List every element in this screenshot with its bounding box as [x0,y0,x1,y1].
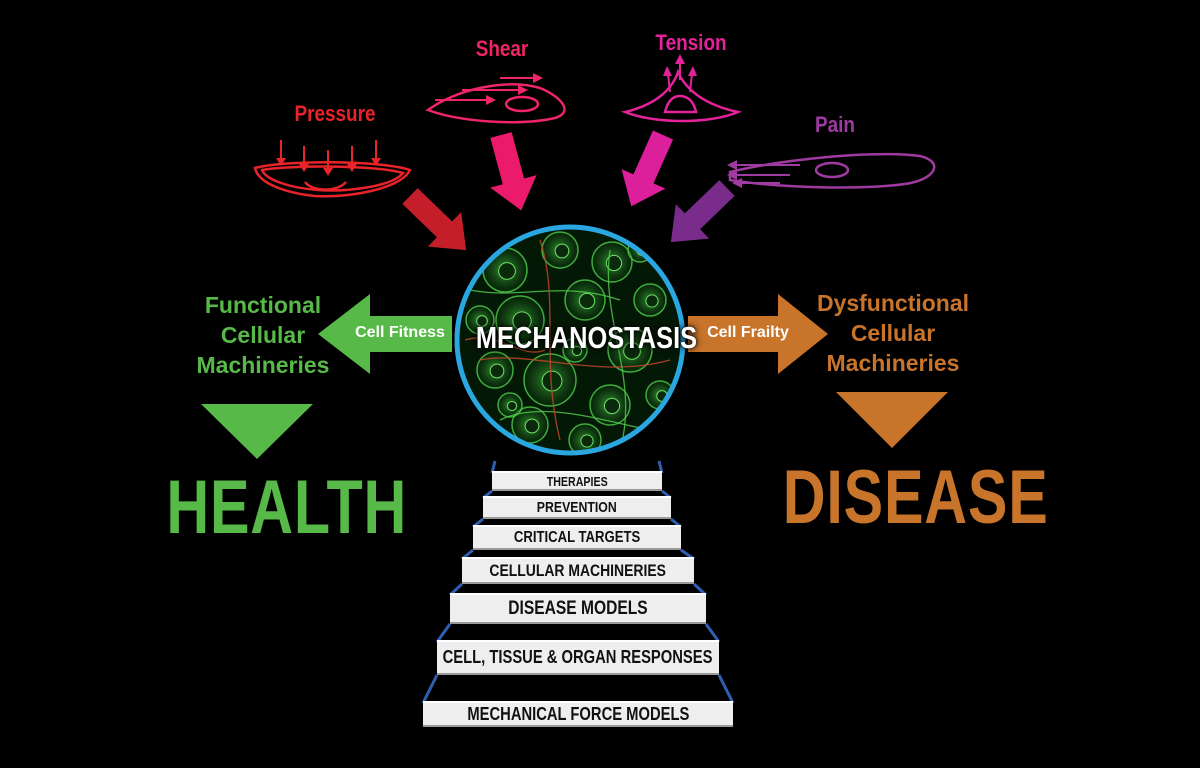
pressure-cell-icon [253,140,412,198]
shear-arrow [490,132,537,211]
cell-nucleus [498,262,516,280]
cell-fiber [499,410,651,431]
cell-fiber [539,239,561,441]
cell-nucleus [580,434,594,448]
mechanostasis-label: MECHANOSTASIS [475,320,698,355]
step-prevention: PREVENTION [483,496,671,519]
stair-edges [421,460,735,704]
tension-arrow [621,130,674,207]
cell-fitness-arrow [318,294,452,374]
functional-title-line: Cellular [220,322,306,348]
health-outcome: HEALTH [166,465,408,550]
mechanostasis-ring [454,224,686,456]
cell-nucleus [489,363,505,379]
cell-nucleus [554,243,570,259]
step-disease-models: DISEASE MODELS [450,593,706,624]
step-label: DISEASE MODELS [508,597,648,619]
stair-edge [717,674,735,704]
stair-edge [421,674,439,704]
functional-title-line: Machineries [196,352,330,378]
pressure-arrow [402,188,467,251]
pain-label: Pain [815,112,855,137]
cell-nucleus [571,345,583,357]
cell-frailty-label: Cell Frailty [707,324,789,341]
cell-nucleus [512,311,532,331]
functional-title-line: Functional [204,292,322,318]
cell-nucleus [476,315,488,327]
dysfunctional-title-line: Dysfunctional [816,290,970,316]
pressure-label: Pressure [294,101,376,126]
step-label: CRITICAL TARGETS [513,528,641,546]
cell-nucleus [623,342,641,360]
health-triangle [201,404,313,459]
step-critical-targets: CRITICAL TARGETS [473,525,681,550]
dysfunctional-title-line: Cellular [850,320,936,346]
cell-nucleus [605,254,623,272]
step-label: THERAPIES [546,473,608,489]
step-therapies: THERAPIES [492,471,662,491]
cell-fiber [464,337,546,353]
cell-fiber [469,289,621,301]
cell-nucleus [506,400,518,412]
cell-fiber [479,357,671,368]
tension-label: Tension [655,30,727,55]
cell-frailty-arrow [688,294,828,374]
shear-cell-icon [425,73,566,124]
cell-nucleus [578,292,596,310]
tension-cell-icon [620,54,743,123]
dysfunctional-title-line: Machineries [826,350,960,376]
dysfunctional-machineries-title: Dysfunctional Cellular Machineries [805,288,981,378]
disease-triangle [836,392,948,448]
step-mechanical-force-models: MECHANICAL FORCE MODELS [423,701,733,727]
step-label: CELLULAR MACHINERIES [489,560,667,580]
step-cellular-machineries: CELLULAR MACHINERIES [462,557,694,584]
step-label: CELL, TISSUE & ORGAN RESPONSES [443,647,713,667]
functional-machineries-title: Functional Cellular Machineries [178,290,348,380]
pain-arrow [670,180,735,243]
stair-edge [435,623,452,643]
cell-nucleus [645,294,659,308]
stair-edge [704,623,721,643]
pain-cell-icon [727,152,936,189]
step-cell-tissue-organ-responses: CELL, TISSUE & ORGAN RESPONSES [437,640,719,675]
step-label: MECHANICAL FORCE MODELS [467,703,689,724]
step-label: PREVENTION [537,499,617,516]
cell-fiber [607,249,627,451]
cell-nucleus [524,418,540,434]
shear-label: Shear [475,36,529,61]
disease-outcome: DISEASE [782,455,1049,540]
cell-nucleus [603,397,621,415]
cell-fitness-label: Cell Fitness [355,324,445,341]
